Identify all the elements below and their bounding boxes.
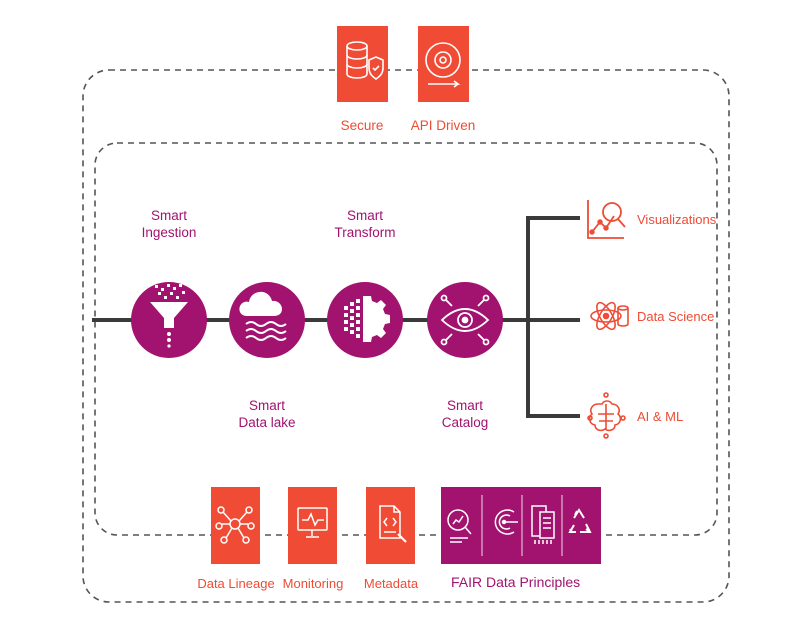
stage-catalog-label: Smart Catalog	[441, 398, 489, 430]
ai-ml-label: AI & ML	[637, 409, 684, 424]
visualizations-icon-group	[587, 200, 626, 239]
stage-ingestion-label: Smart Ingestion	[141, 208, 197, 240]
access-icon	[494, 509, 518, 535]
data-science-label: Data Science	[637, 309, 715, 324]
stage-transform-label: Smart Transform	[334, 208, 396, 240]
metadata-label: Metadata	[363, 576, 419, 591]
recycle-icon	[568, 508, 592, 533]
secure-tile	[337, 26, 388, 102]
stage-catalog	[427, 282, 503, 358]
atom-database-icon	[590, 301, 629, 331]
data-science-icon-group	[590, 301, 629, 331]
visualizations-label: Visualizations	[637, 212, 717, 227]
stage-ingestion	[131, 282, 207, 358]
metadata-tile	[366, 487, 415, 564]
stage-data-lake	[229, 282, 305, 358]
ai-ml-icon-group	[587, 392, 626, 439]
chart-magnifier-icon	[587, 200, 626, 239]
stage-data-lake-label: Smart Data lake	[238, 398, 296, 430]
data-lineage-tile	[211, 487, 260, 564]
monitoring-tile	[288, 487, 337, 564]
search-chart-icon	[447, 509, 472, 543]
monitor-pulse-icon	[297, 507, 328, 538]
database-shield-icon	[346, 41, 384, 80]
output-branch-connector	[526, 216, 580, 418]
document-stack-icon	[531, 505, 555, 544]
fair-principles-label: FAIR Data Principles	[451, 574, 581, 590]
data-lineage-label: Data Lineage	[197, 576, 275, 591]
fair-principles-panel	[441, 487, 601, 564]
stage-transform	[327, 282, 403, 358]
cloud-lake-icon	[239, 291, 287, 341]
api-driven-tile	[418, 26, 469, 102]
outer-dashed-boundary	[82, 69, 730, 603]
funnel-icon	[150, 284, 188, 348]
brain-circuit-icon	[587, 392, 626, 439]
secure-label: Secure	[340, 118, 384, 133]
api-cycle-icon	[425, 42, 461, 88]
inner-dashed-boundary	[94, 142, 718, 536]
gear-transform-icon	[344, 296, 390, 342]
api-driven-label: API Driven	[410, 118, 476, 133]
code-document-icon	[379, 505, 407, 543]
eye-network-icon	[440, 294, 490, 346]
monitoring-label: Monitoring	[282, 576, 344, 591]
lineage-network-icon	[215, 506, 255, 544]
